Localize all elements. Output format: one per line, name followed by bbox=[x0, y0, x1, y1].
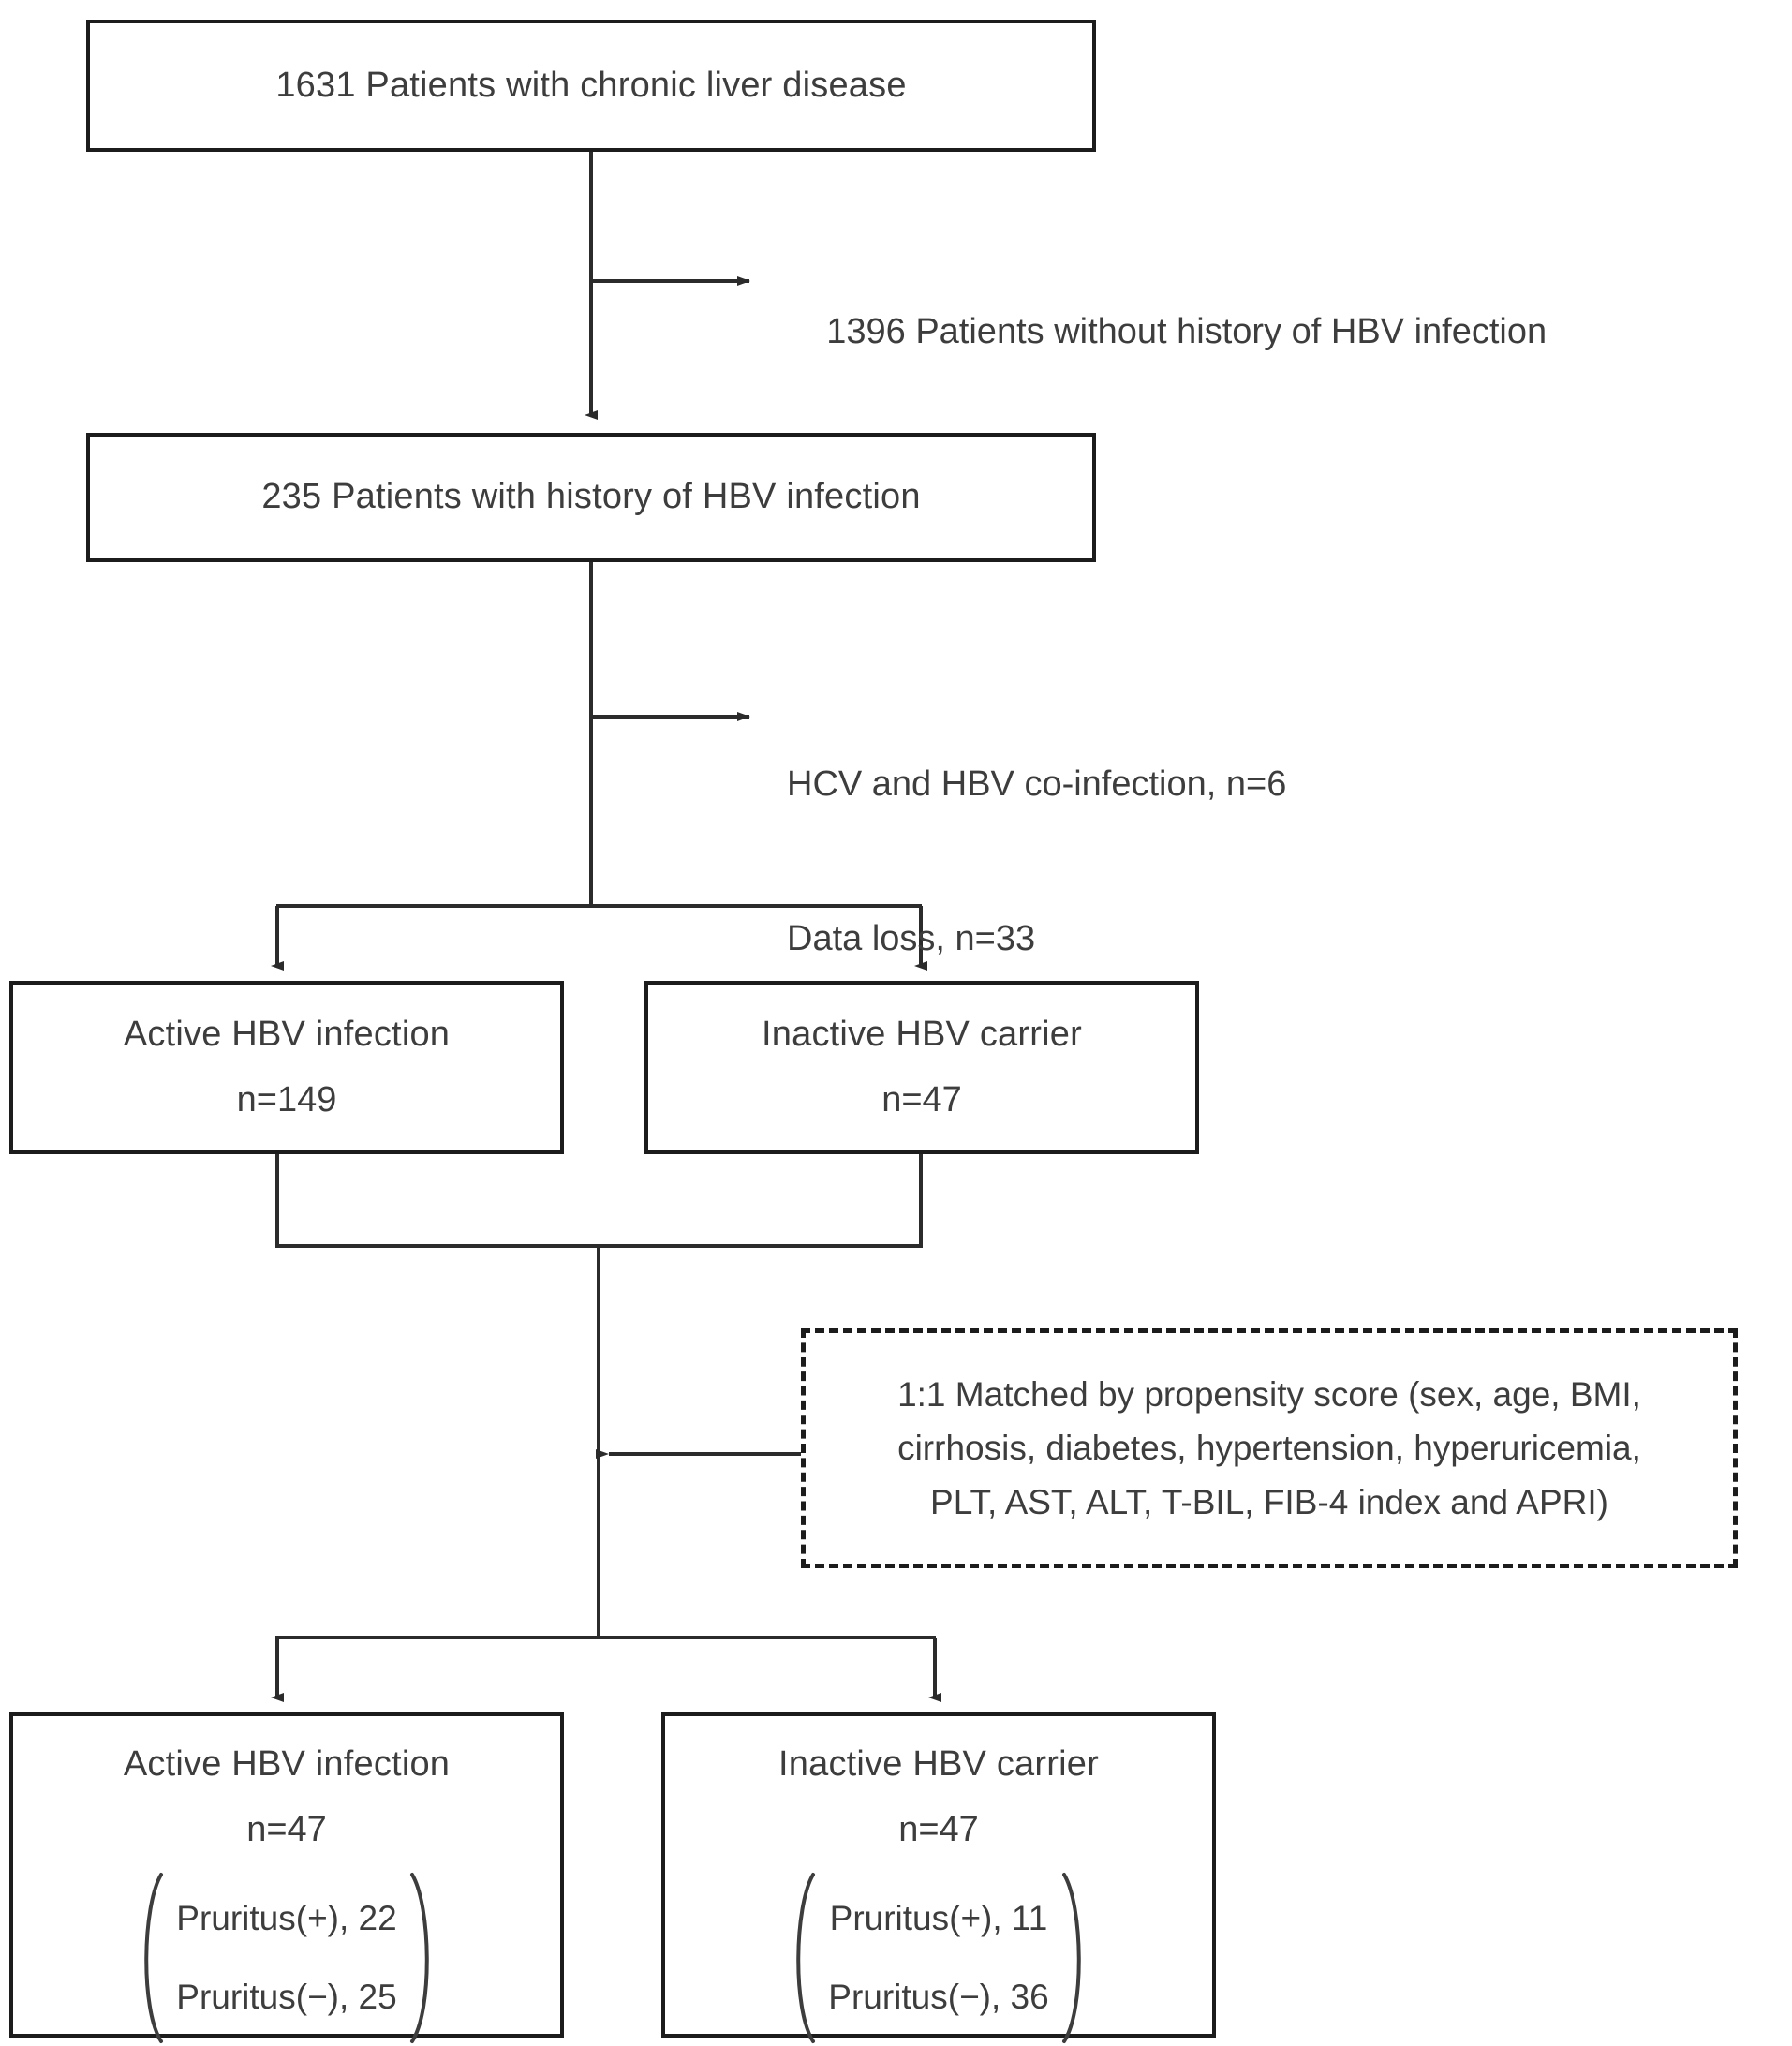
node-propensity-matching[interactable]: 1:1 Matched by propensity score (sex, ag… bbox=[801, 1328, 1738, 1568]
node-cohort-hbv-label: 235 Patients with history of HBV infecti… bbox=[261, 477, 921, 517]
node-inactive-hbv-post[interactable]: Inactive HBV carrier n=47 Pruritus(+), 1… bbox=[661, 1712, 1216, 2044]
node-cohort-hbv[interactable]: 235 Patients with history of HBV infecti… bbox=[86, 433, 1096, 562]
inactive-pruritus-group: Pruritus(+), 11 Pruritus(−), 36 bbox=[785, 1871, 1091, 2045]
left-paren-icon bbox=[133, 1871, 165, 2045]
active-pruritus-negative: Pruritus(−), 25 bbox=[176, 1978, 397, 2017]
node-inactive-hbv-pre[interactable]: Inactive HBV carrier n=47 bbox=[644, 981, 1199, 1154]
matching-line-1: 1:1 Matched by propensity score (sex, ag… bbox=[897, 1374, 1641, 1414]
label-data-loss-text: Data loss, n=33 bbox=[787, 919, 1036, 959]
label-excluded-second: HCV and HBV co-infection, n=6 Data loss,… bbox=[787, 656, 1286, 1069]
label-excluded-no-hbv: 1396 Patients without history of HBV inf… bbox=[787, 255, 1547, 409]
label-excluded-no-hbv-text: 1396 Patients without history of HBV inf… bbox=[826, 312, 1548, 352]
left-paren-icon bbox=[785, 1871, 817, 2045]
active-pruritus-values: Pruritus(+), 22 Pruritus(−), 25 bbox=[165, 1871, 407, 2045]
node-inactive-hbv-post-count: n=47 bbox=[898, 1809, 979, 1849]
active-pruritus-group: Pruritus(+), 22 Pruritus(−), 25 bbox=[133, 1871, 439, 2045]
node-active-hbv-pre[interactable]: Active HBV infection n=149 bbox=[9, 981, 564, 1154]
node-inactive-hbv-pre-label: Inactive HBV carrier bbox=[762, 1014, 1082, 1054]
node-inactive-hbv-post-label: Inactive HBV carrier bbox=[778, 1744, 1099, 1784]
node-active-hbv-pre-count: n=149 bbox=[236, 1079, 337, 1119]
inactive-pruritus-values: Pruritus(+), 11 Pruritus(−), 36 bbox=[817, 1871, 1059, 2045]
inactive-pruritus-positive: Pruritus(+), 11 bbox=[829, 1898, 1048, 1937]
node-cohort-all[interactable]: 1631 Patients with chronic liver disease bbox=[86, 20, 1096, 152]
matching-line-2: cirrhosis, diabetes, hypertension, hyper… bbox=[897, 1429, 1641, 1468]
node-cohort-all-label: 1631 Patients with chronic liver disease bbox=[275, 65, 907, 105]
node-active-hbv-post[interactable]: Active HBV infection n=47 Pruritus(+), 2… bbox=[9, 1712, 564, 2044]
node-active-hbv-post-count: n=47 bbox=[246, 1809, 327, 1849]
inactive-pruritus-negative: Pruritus(−), 36 bbox=[828, 1978, 1049, 2017]
label-coinfection-text: HCV and HBV co-infection, n=6 bbox=[787, 764, 1287, 805]
right-paren-icon bbox=[408, 1871, 440, 2045]
active-pruritus-positive: Pruritus(+), 22 bbox=[176, 1898, 397, 1937]
node-active-hbv-pre-label: Active HBV infection bbox=[123, 1014, 451, 1054]
right-paren-icon bbox=[1060, 1871, 1092, 2045]
matching-line-3: PLT, AST, ALT, T-BIL, FIB-4 index and AP… bbox=[930, 1482, 1608, 1521]
node-active-hbv-post-label: Active HBV infection bbox=[123, 1744, 451, 1784]
node-inactive-hbv-pre-count: n=47 bbox=[881, 1079, 962, 1119]
